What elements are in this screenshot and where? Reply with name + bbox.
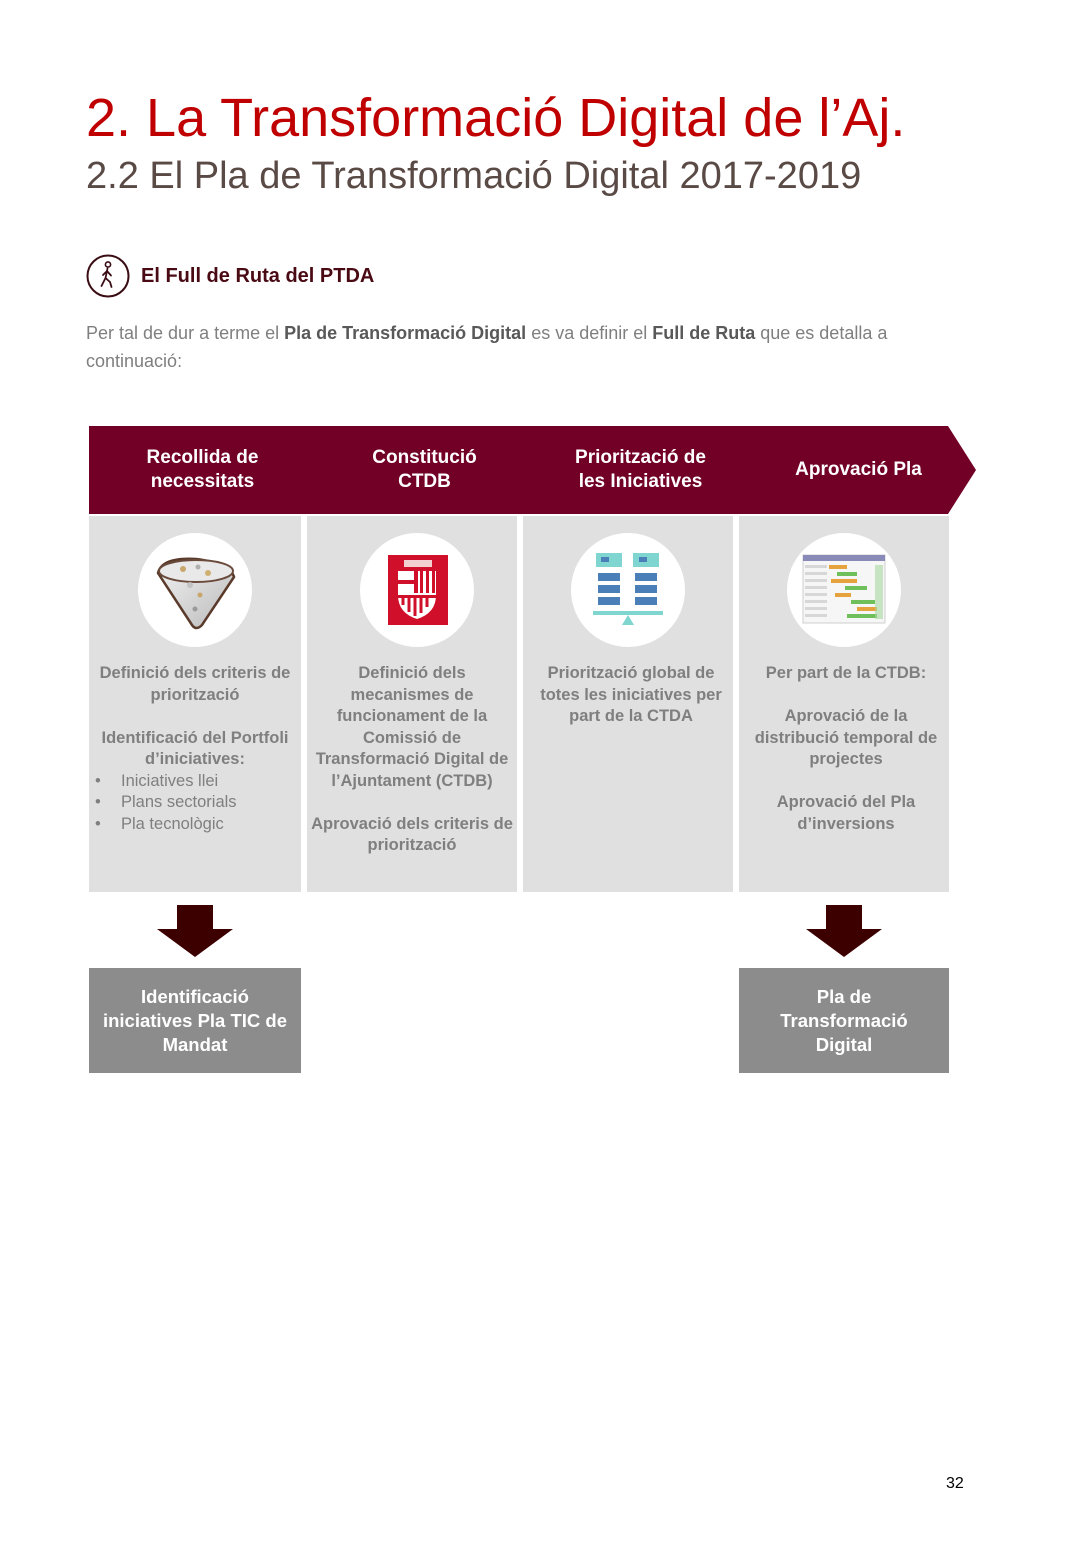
phase-label-4: Aprovació Pla	[795, 459, 922, 480]
phase-text-2: Definició dels mecanismes de funcionamen…	[311, 664, 513, 854]
phase-text-1: Definició dels criteris de priorització …	[89, 663, 301, 835]
phase-image-circle-4	[787, 533, 901, 647]
phase-chevron-2	[304, 426, 549, 514]
prioritization-balance-image	[593, 553, 663, 625]
list-item: Iniciatives llei	[89, 771, 301, 793]
funnel-image	[156, 557, 236, 630]
section-heading: El Full de Ruta del PTDA	[141, 265, 375, 287]
phase-text-3: Priorització global de totes les iniciat…	[540, 664, 722, 725]
list-item: Pla tecnològic	[89, 814, 301, 836]
phase-image-circle-3	[571, 533, 685, 647]
page-subtitle: 2.2 El Pla de Transformació Digital 2017…	[86, 155, 862, 197]
intro-paragraph: Per tal de dur a terme el Pla de Transfo…	[86, 323, 888, 371]
barcelona-coat-of-arms-image	[388, 555, 448, 625]
down-arrow-icon	[157, 905, 233, 957]
phase-chevron-1	[89, 426, 333, 514]
list-item: Plans sectorials	[89, 792, 301, 814]
phase-image-circle-2	[360, 533, 474, 647]
phase-chevron-3	[520, 426, 765, 514]
page-title: 2. La Transformació Digital de l’Aj.	[86, 88, 906, 148]
page-number: 32	[946, 1475, 964, 1492]
phase-text-4: Per part de la CTDB: Aprovació de la dis…	[754, 664, 938, 833]
gantt-chart-image	[802, 554, 886, 624]
walking-person-icon	[86, 254, 130, 298]
phase-chevron-4	[736, 426, 976, 514]
initiative-list: Iniciatives llei Plans sectorials Pla te…	[89, 771, 301, 836]
down-arrow-icon	[806, 905, 882, 957]
phase-image-circle-1	[138, 533, 252, 647]
